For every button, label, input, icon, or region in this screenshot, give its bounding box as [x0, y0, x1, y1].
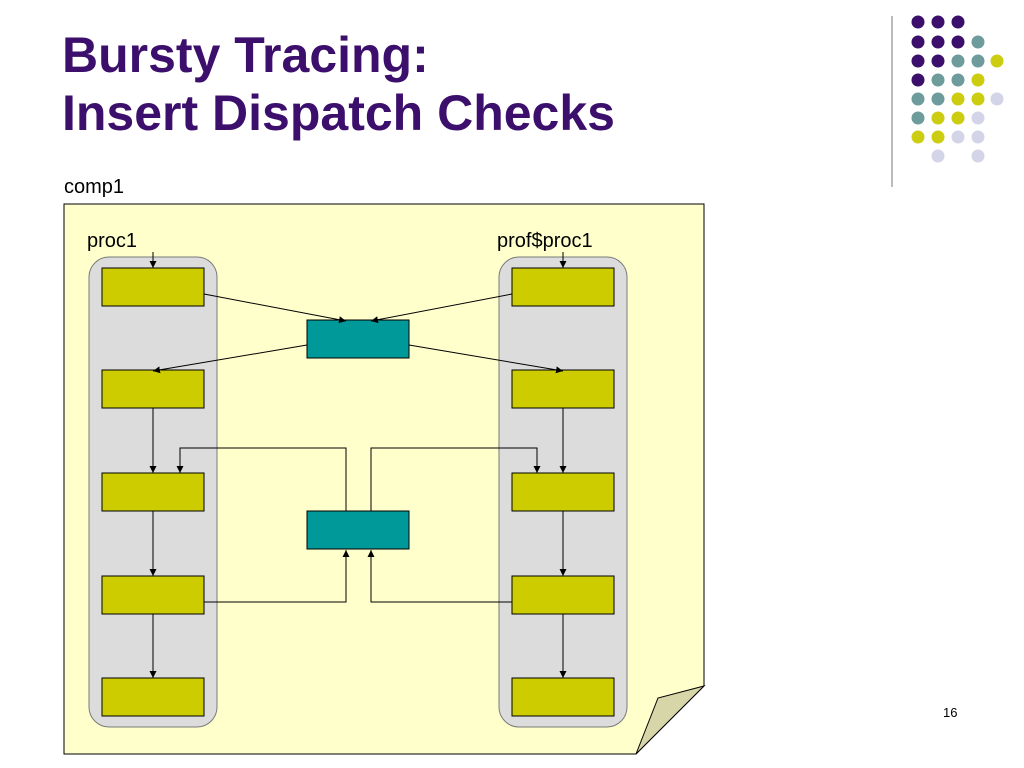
- slide-title-line-2: Insert Dispatch Checks: [62, 85, 615, 141]
- proc1-block-4: [101, 575, 205, 615]
- proc1-block-5: [101, 677, 205, 717]
- component-label: comp1: [64, 176, 125, 198]
- decor-dot: [971, 92, 985, 106]
- decor-dot: [951, 130, 965, 144]
- decor-dot: [951, 54, 965, 68]
- prof-proc1-block-4: [511, 575, 615, 615]
- proc1-block-3: [101, 472, 205, 512]
- decor-dot: [931, 130, 945, 144]
- slide-number: 16: [943, 705, 958, 720]
- proc1-block-1: [101, 267, 205, 307]
- decor-dot: [951, 111, 965, 125]
- decor-dot: [931, 54, 945, 68]
- decor-dot: [911, 54, 925, 68]
- slide-title: Bursty Tracing: Insert Dispatch Checks: [62, 26, 615, 142]
- decor-dot: [931, 15, 945, 29]
- decor-dot: [971, 111, 985, 125]
- decor-dot: [951, 73, 965, 87]
- decor-dot: [990, 54, 1004, 68]
- decor-dot: [911, 35, 925, 49]
- decor-dot: [931, 149, 945, 163]
- prof-proc1-to-dispatch-arrow: [370, 293, 513, 324]
- decor-dot: [911, 92, 925, 106]
- decor-dot: [971, 130, 985, 144]
- decor-dot: [911, 73, 925, 87]
- decor-dot: [911, 111, 925, 125]
- decor-dot: [931, 111, 945, 125]
- slide-title-line-1: Bursty Tracing:: [62, 27, 429, 83]
- prof-proc1-label: prof$proc1: [497, 230, 593, 252]
- decor-dot: [911, 130, 925, 144]
- decor-dot: [971, 73, 985, 87]
- decor-dot: [990, 92, 1004, 106]
- dispatch-check-top: [306, 319, 410, 359]
- page-curl-fold: [635, 685, 706, 755]
- decor-dot: [971, 149, 985, 163]
- decor-dot: [911, 15, 925, 29]
- prof-proc1-block-2: [511, 369, 615, 409]
- decor-dot: [971, 35, 985, 49]
- decor-dot: [951, 92, 965, 106]
- dispatch-to-proc1-block3-connector: [176, 447, 347, 511]
- prof-proc1-block4-to-dispatch-connector: [367, 550, 512, 603]
- proc1-label: proc1: [87, 230, 137, 252]
- decorative-dot-grid: [891, 15, 1004, 187]
- decor-dot: [971, 54, 985, 68]
- decor-dot: [951, 35, 965, 49]
- dispatch-to-proc1-arrow: [152, 344, 308, 374]
- dispatch-to-prof-proc1-arrow: [408, 344, 564, 374]
- prof-proc1-block-1: [511, 267, 615, 307]
- dispatch-check-bottom: [306, 510, 410, 550]
- decor-dot: [951, 15, 965, 29]
- decor-dot: [931, 73, 945, 87]
- proc1-to-dispatch-arrow: [203, 293, 347, 324]
- dispatch-to-prof-proc1-block3-connector: [370, 447, 541, 511]
- proc1-block4-to-dispatch-connector: [204, 550, 350, 603]
- decor-dot: [931, 92, 945, 106]
- proc1-block-2: [101, 369, 205, 409]
- decor-dot: [931, 35, 945, 49]
- prof-proc1-block-3: [511, 472, 615, 512]
- prof-proc1-block-5: [511, 677, 615, 717]
